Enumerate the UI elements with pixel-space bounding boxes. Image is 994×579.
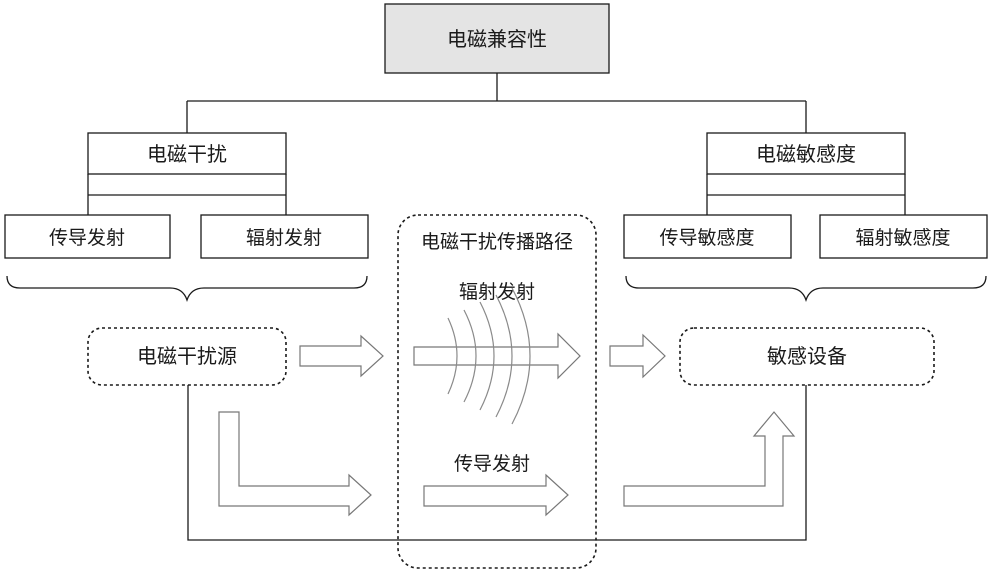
hierarchy-connectors	[87, 73, 906, 215]
radiated-susceptibility-box	[819, 214, 988, 259]
conducted-arrow	[423, 473, 569, 517]
sensitive-device-box	[679, 327, 935, 386]
path-to-device-arrow	[609, 333, 666, 379]
loop-line	[187, 385, 807, 541]
propagation-path-label: 电磁干扰传播路径	[421, 231, 573, 253]
source-bend-arrow	[218, 411, 372, 517]
interference-source-label: 电磁干扰源	[137, 344, 237, 368]
source-to-path-arrow	[299, 334, 384, 378]
device-bend-arrow	[623, 411, 796, 507]
propagation-path-frame	[397, 214, 597, 569]
right-brace	[625, 275, 987, 303]
conducted-emission-box	[4, 214, 171, 259]
conducted-susceptibility-box	[623, 214, 792, 259]
susceptibility-box	[706, 132, 906, 175]
interference-label: 电磁干扰	[147, 142, 227, 166]
interference-box	[87, 132, 287, 175]
sensitive-device-label: 敏感设备	[767, 344, 847, 368]
radiated-arrow	[413, 332, 581, 380]
susceptibility-label: 电磁敏感度	[756, 142, 856, 166]
left-brace	[6, 275, 368, 303]
radiated-emission-box	[200, 214, 369, 259]
radiated-emission-label: 辐射发射	[246, 227, 322, 249]
radiated-susceptibility-label: 辐射敏感度	[855, 227, 950, 249]
radiated-path-label: 辐射发射	[459, 281, 535, 303]
conducted-path-label: 传导发射	[454, 453, 530, 475]
root-label: 电磁兼容性	[447, 27, 547, 51]
conducted-emission-label: 传导发射	[49, 227, 125, 249]
interference-source-box	[87, 327, 287, 386]
radiation-waves-icon	[447, 287, 531, 425]
root-box	[384, 3, 610, 74]
conducted-susceptibility-label: 传导敏感度	[659, 227, 754, 249]
